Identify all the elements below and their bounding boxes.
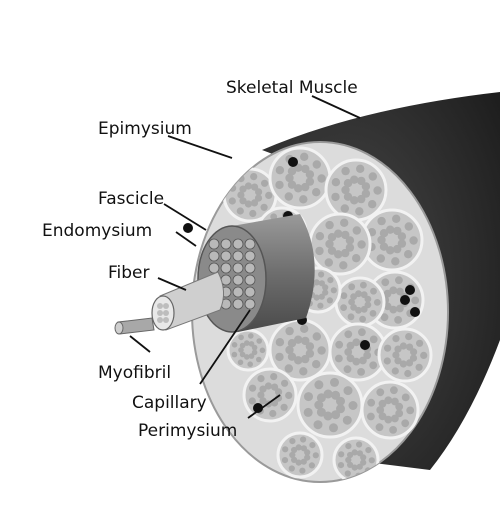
capillary-dot	[405, 285, 415, 295]
label-myofibril: Myofibril	[98, 363, 171, 383]
label-epimysium: Epimysium	[98, 119, 192, 139]
fascicle-fiber	[245, 299, 255, 309]
capillary-dot	[360, 340, 370, 350]
fascicle-fiber	[245, 251, 255, 261]
fascicle-fiber	[221, 251, 231, 261]
myofibril-strand	[118, 318, 154, 334]
fascicle-fiber	[233, 263, 243, 273]
fascicle-fiber	[233, 239, 243, 249]
fiber-myofibrils	[157, 303, 169, 323]
label-fascicle: Fascicle	[98, 189, 164, 209]
label-capillary: Capillary	[132, 393, 207, 413]
capillary-dot	[400, 295, 410, 305]
fascicle-fiber	[209, 239, 219, 249]
fascicle-fiber	[209, 251, 219, 261]
fascicle-fiber	[233, 287, 243, 297]
capillary-dot	[288, 157, 298, 167]
label-endomysium: Endomysium	[42, 221, 152, 241]
fascicle-fiber	[245, 275, 255, 285]
fascicle-fiber	[221, 263, 231, 273]
fascicle-fiber	[233, 275, 243, 285]
myofibril-end	[115, 322, 123, 334]
label-fiber: Fiber	[108, 263, 150, 283]
fascicle-fiber	[233, 299, 243, 309]
fascicle-fiber	[245, 287, 255, 297]
fascicle-fiber	[245, 263, 255, 273]
fascicle-fiber	[221, 239, 231, 249]
capillary-dot	[410, 307, 420, 317]
capillary-dot	[183, 223, 193, 233]
label-perimysium: Perimysium	[138, 421, 237, 441]
fascicle-fiber	[245, 239, 255, 249]
label-skeletal-muscle: Skeletal Muscle	[226, 78, 358, 98]
fascicle-fiber	[233, 251, 243, 261]
fascicle-fiber	[209, 263, 219, 273]
